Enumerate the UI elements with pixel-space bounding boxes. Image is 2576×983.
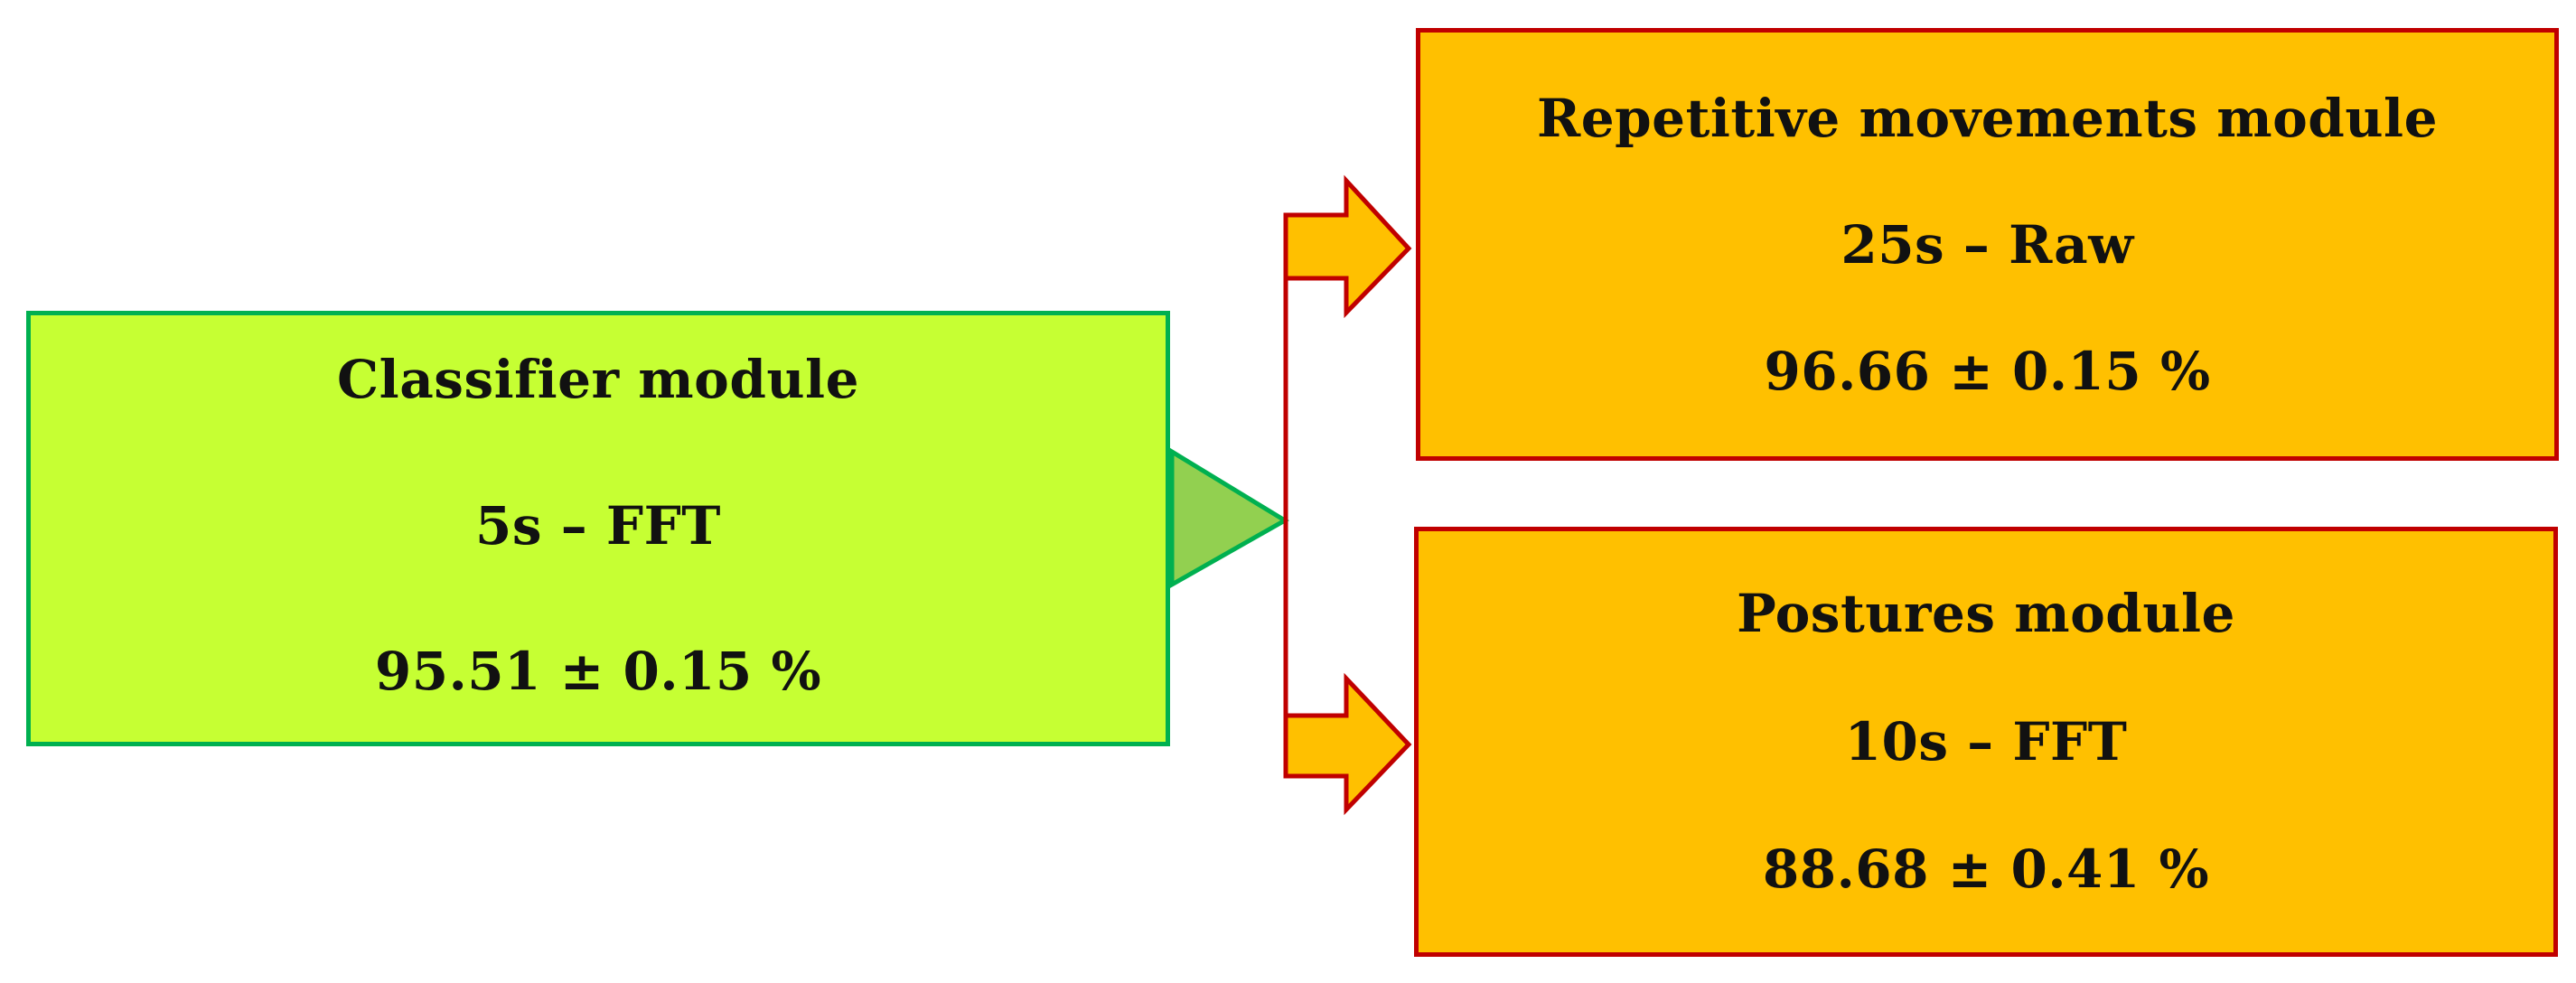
classifier-module-box: Classifier module 5s – FFT 95.51 ± 0.15 …: [26, 311, 1170, 746]
classifier-module-title: Classifier module: [337, 349, 859, 410]
classifier-module-config: 5s – FFT: [475, 494, 721, 557]
postures-module-title: Postures module: [1737, 583, 2235, 644]
repetitive-movements-module-accuracy: 96.66 ± 0.15 %: [1764, 341, 2211, 403]
postures-module-accuracy: 88.68 ± 0.41 %: [1762, 838, 2210, 901]
block-arrow-right-icon: [1283, 174, 1412, 319]
block-arrow-right-icon: [1283, 672, 1412, 816]
classifier-module-accuracy: 95.51 ± 0.15 %: [374, 641, 822, 703]
triangle-right-icon: [1169, 447, 1289, 589]
postures-module-config: 10s – FFT: [1844, 710, 2128, 772]
repetitive-movements-module-box: Repetitive movements module 25s – Raw 96…: [1416, 28, 2559, 461]
repetitive-movements-module-config: 25s – Raw: [1841, 214, 2134, 276]
postures-module-box: Postures module 10s – FFT 88.68 ± 0.41 %: [1414, 527, 2558, 957]
repetitive-movements-module-title: Repetitive movements module: [1537, 88, 2438, 149]
